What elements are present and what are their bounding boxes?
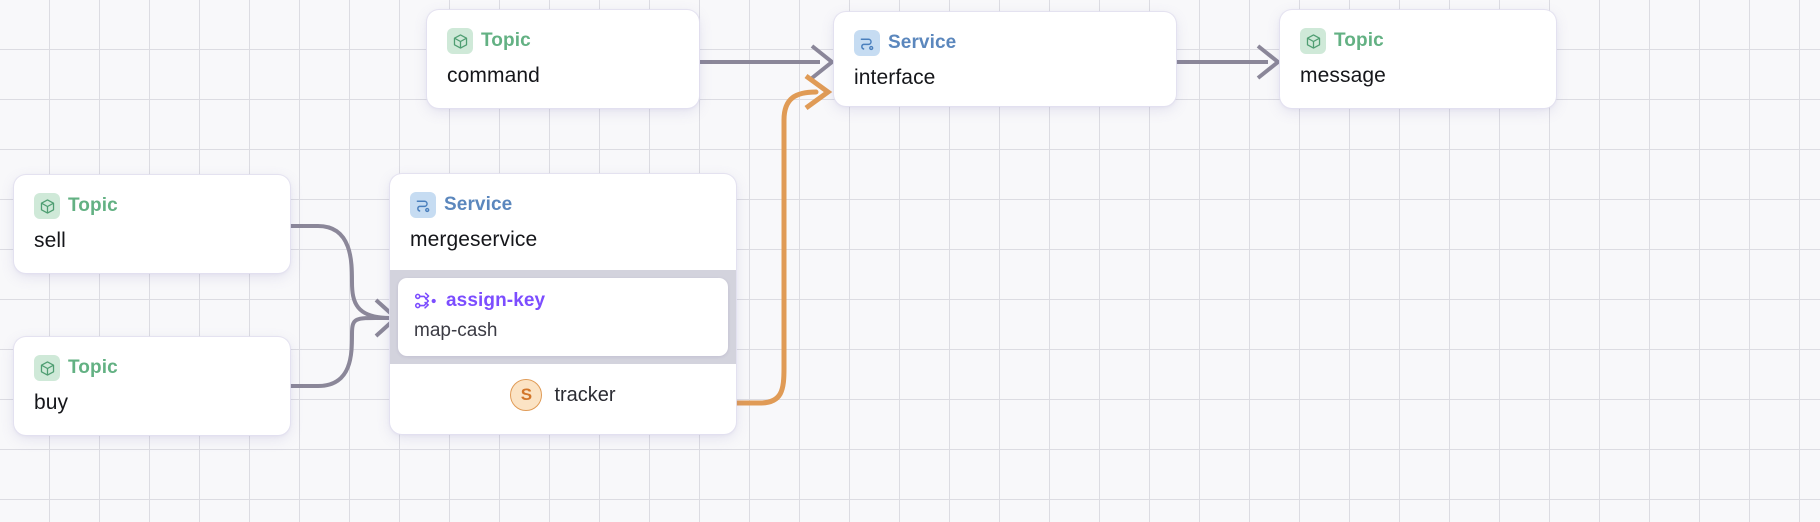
node-message-title: message — [1300, 64, 1386, 87]
node-buy-header: Topic — [14, 337, 290, 381]
node-interface-header: Service — [834, 12, 1176, 56]
node-interface-title: interface — [854, 66, 936, 89]
node-command[interactable]: Topic command — [427, 10, 699, 108]
node-command-title: command — [447, 64, 540, 87]
sub-node-assign-key-header: assign-key — [414, 290, 712, 312]
node-buy[interactable]: Topic buy — [14, 337, 290, 435]
cube-icon — [447, 28, 473, 54]
sub-node-assign-key-label: assign-key — [446, 290, 546, 311]
node-mergeservice-header: Service — [390, 174, 736, 218]
node-mergeservice-title: mergeservice — [410, 228, 538, 251]
tracker-label: tracker — [554, 383, 616, 406]
node-buy-title: buy — [34, 391, 69, 414]
cube-icon — [34, 355, 60, 381]
node-sell-type: Topic — [68, 195, 118, 216]
node-message[interactable]: Topic message — [1280, 10, 1556, 108]
tracker-avatar: S — [510, 379, 543, 411]
node-buy-type: Topic — [68, 357, 118, 378]
pipeline-icon — [410, 192, 436, 218]
node-message-header: Topic — [1280, 10, 1556, 54]
node-sell-header: Topic — [14, 175, 290, 219]
node-command-header: Topic — [427, 10, 699, 54]
edge-sell-to-assign-key — [288, 224, 392, 320]
node-sell-title: sell — [34, 229, 66, 252]
edge-buy-to-assign-key — [288, 298, 399, 388]
node-message-type: Topic — [1334, 30, 1384, 51]
sub-node-assign-key-title: map-cash — [414, 320, 498, 341]
edge-tracker-to-interface — [733, 73, 833, 406]
cube-icon — [1300, 28, 1326, 54]
node-interface-type: Service — [888, 32, 957, 53]
node-sell[interactable]: Topic sell — [14, 175, 290, 273]
node-command-type: Topic — [481, 30, 531, 51]
node-mergeservice[interactable]: Service mergeservice — [390, 174, 736, 434]
edge-interface-to-message — [1176, 44, 1282, 80]
edge-command-to-interface — [700, 44, 836, 80]
mergeservice-processors-group: assign-key map-cash — [390, 270, 736, 364]
pipeline-icon — [854, 30, 880, 56]
assign-key-icon — [414, 290, 438, 312]
node-mergeservice-type: Service — [444, 194, 513, 215]
node-interface[interactable]: Service interface — [834, 12, 1176, 106]
sub-node-assign-key[interactable]: assign-key map-cash — [398, 278, 728, 356]
mergeservice-badge-row[interactable]: S tracker — [390, 364, 736, 426]
cube-icon — [34, 193, 60, 219]
